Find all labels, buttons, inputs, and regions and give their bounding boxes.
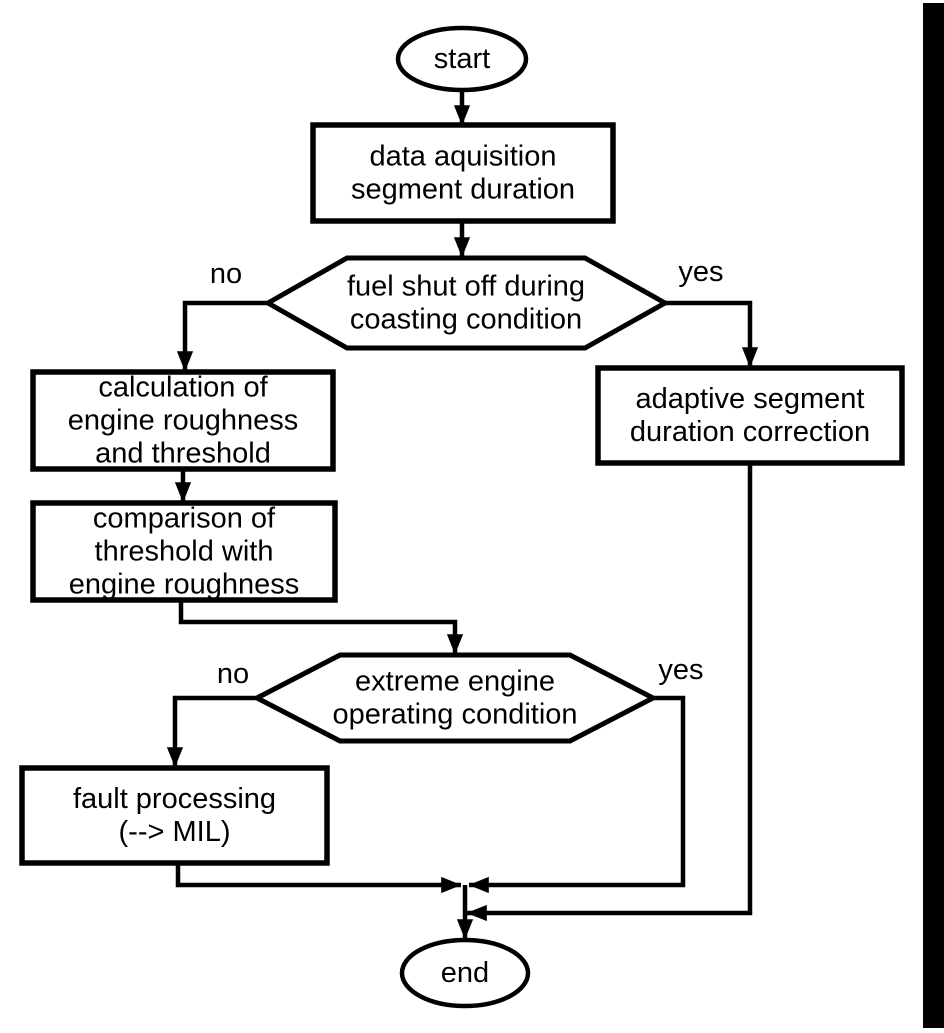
- extreme-condition-decision-hexagon: [251, 652, 659, 744]
- fuel-shutoff-decision-hexagon: [262, 255, 671, 351]
- edge-fault-to-merge: [175, 863, 462, 894]
- start-ellipse: [395, 25, 529, 93]
- comparison-threshold-box: [30, 500, 338, 603]
- edge-adaptive-to-merge: [466, 463, 753, 922]
- data-acquisition-box: [310, 122, 616, 224]
- end-label: end: [441, 957, 489, 989]
- fault-processing-label: fault processing(--> MIL): [73, 783, 276, 848]
- adaptive-correction-box: [595, 365, 905, 466]
- edge-extreme-yes-to-merge: [468, 695, 686, 894]
- end-ellipse: [399, 937, 531, 1009]
- edge-label-extreme-no-label: no: [217, 658, 249, 690]
- edge-comparison-to-extreme-decision: [178, 600, 464, 655]
- node-start: start: [395, 25, 529, 93]
- node-end: end: [399, 937, 531, 1009]
- edge-label-fuel-no-label: no: [210, 258, 242, 290]
- scan-artifact-bar: [923, 3, 944, 1028]
- edge-label-fuel-yes-label: yes: [678, 256, 723, 288]
- edge-fuel-no-to-calculation: [176, 300, 268, 372]
- fault-processing-box: [19, 765, 330, 866]
- node-fault-processing: fault processing(--> MIL): [19, 765, 330, 866]
- calculation-roughness-box: [30, 369, 336, 472]
- start-label: start: [434, 43, 490, 75]
- edge-label-extreme-yes-label: yes: [658, 654, 703, 686]
- edge-fuel-yes-to-adaptive: [665, 300, 759, 368]
- edge-extreme-no-to-fault: [166, 695, 257, 768]
